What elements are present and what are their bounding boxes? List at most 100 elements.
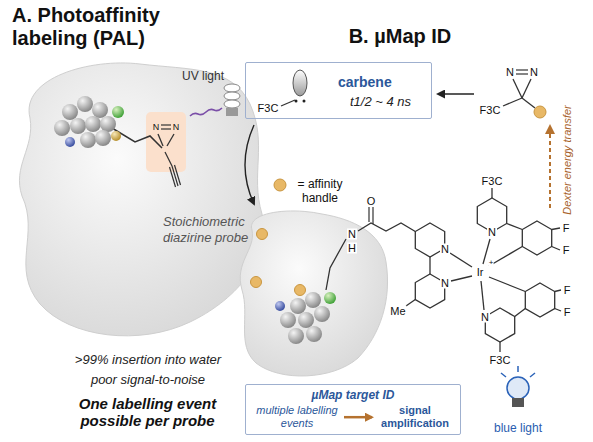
light-ray — [530, 373, 535, 377]
ligand-atom — [65, 137, 75, 147]
fluoro-bond — [552, 228, 560, 230]
labeling-arrow — [245, 125, 254, 204]
fluoro-bond — [555, 290, 561, 292]
light-label: UV light — [182, 70, 224, 82]
aryl-ring — [522, 221, 551, 255]
panel-title: A. Photoaffinity labeling (PAL) — [12, 4, 207, 50]
affinity-handle-dot — [257, 229, 268, 240]
blue-bulb — [512, 398, 524, 407]
diazirine-bond — [158, 134, 163, 146]
atom-label: F3C — [489, 355, 512, 366]
atom-label: F — [563, 285, 572, 296]
carbene-bond — [281, 100, 295, 106]
blue-bulb — [507, 377, 529, 399]
atom-label: N — [152, 123, 161, 132]
affinity-handle-dot — [534, 106, 546, 118]
metal-label: Ir — [476, 267, 485, 278]
ligand-atom — [62, 104, 78, 120]
lone-pair — [303, 100, 306, 103]
ligand-atom — [100, 116, 116, 132]
uv-light-wave — [190, 108, 222, 116]
ligand-atom — [77, 96, 93, 112]
fluoro-bond — [555, 309, 561, 312]
ring-bond — [507, 224, 523, 230]
ligand-atom — [80, 132, 96, 148]
alkyne-bond — [165, 152, 172, 166]
conclusion-text: One labelling event possible per probe — [60, 395, 235, 430]
atom-label: N — [505, 67, 515, 78]
atom-label: Me — [389, 306, 406, 317]
atom-label: F — [562, 223, 571, 234]
uv-bulb — [224, 92, 240, 100]
alkyne-bond — [175, 165, 181, 185]
node-text: signal amplification — [374, 404, 456, 430]
ligand-atom — [314, 306, 330, 322]
ligand-atom — [288, 328, 304, 344]
atom-label: N — [347, 229, 357, 240]
metal-bond — [450, 253, 472, 267]
amide-chain — [358, 223, 415, 232]
atom-label: F3C — [481, 176, 504, 187]
legend-note: = affinity handle — [289, 177, 351, 206]
light-ray — [501, 373, 506, 377]
node-text: carbene — [338, 74, 423, 91]
diazirine-bond — [513, 79, 522, 98]
cf3-bond — [499, 342, 500, 352]
note-text: >99% insertion into water — [28, 352, 268, 368]
ligand-atom — [298, 312, 314, 328]
ligand-atom — [92, 102, 108, 118]
atom-label: N — [480, 312, 490, 323]
ligand-atom — [95, 130, 111, 146]
atom-label: F3C — [479, 105, 502, 116]
diazirine-bond — [161, 124, 171, 125]
ligand-atom — [290, 298, 306, 314]
node-text: µMap target ID — [246, 388, 460, 402]
affinity-handle-dot — [295, 285, 306, 296]
protein-surface — [240, 211, 387, 376]
lone-pair — [295, 100, 298, 103]
atom-label: N — [172, 123, 181, 132]
atom-label: F — [562, 245, 571, 256]
ligand-atom — [85, 116, 101, 132]
atom-label: N — [440, 244, 450, 255]
energy-transfer-arrow — [549, 126, 551, 208]
linker-bond — [326, 239, 346, 290]
carbonyl-bond — [372, 207, 373, 224]
diazirine-bond — [503, 98, 522, 106]
cf3-bond — [491, 188, 492, 198]
methyl-bond — [406, 300, 415, 307]
ligand-atom — [70, 118, 86, 134]
diazirine-bond — [522, 79, 531, 98]
ligand-atom — [305, 292, 321, 308]
ligand-atom — [280, 312, 296, 328]
uv-bulb — [226, 108, 238, 116]
carbonyl-bond — [368, 207, 369, 222]
ring-bond — [429, 257, 430, 274]
diazirine-bond — [522, 98, 535, 108]
metal-bond — [481, 281, 484, 310]
process-label: Dexter energy transfer — [561, 95, 573, 225]
atom-label: F3C — [257, 103, 280, 114]
uv-bulb — [224, 84, 240, 92]
atom-label: O — [366, 196, 377, 207]
ligand-atom — [324, 292, 336, 304]
alkyne-bond — [170, 167, 176, 187]
node-text: t1/2 ~ 4 ns — [350, 94, 423, 110]
metal-bond — [489, 277, 525, 292]
carbene-orbital — [293, 70, 307, 96]
diazirine-bond — [161, 128, 171, 129]
ligand-atom — [275, 301, 285, 311]
ligand-atom — [112, 106, 124, 118]
ligand-atom — [111, 131, 121, 141]
fluoro-bond — [552, 247, 560, 251]
probe-highlight — [146, 112, 186, 172]
atom-label: F — [563, 307, 572, 318]
protein-surface — [19, 63, 263, 336]
metal-bond — [451, 276, 472, 281]
node-text: multiple labelling events — [252, 404, 342, 430]
uv-bulb — [224, 100, 240, 108]
metal-bond — [489, 247, 522, 267]
step-node: multiple labelling events — [252, 404, 342, 430]
affinity-handle-dot — [251, 277, 262, 288]
light-label: blue light — [494, 422, 542, 434]
